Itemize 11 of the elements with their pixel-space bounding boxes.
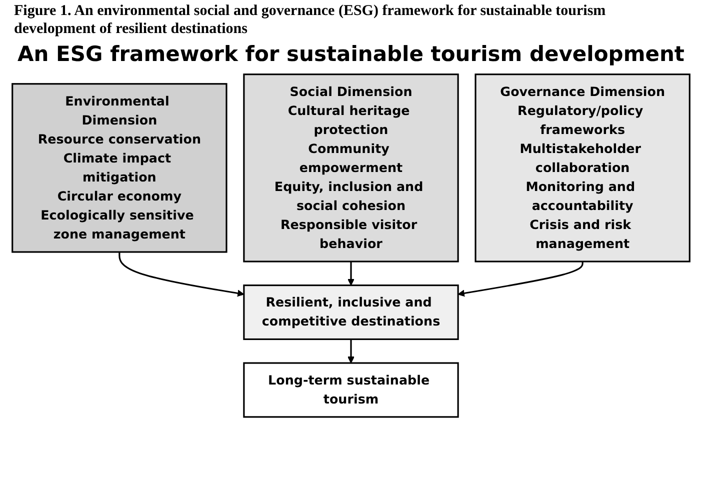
node-box: Long-term sustainable tourism	[243, 362, 459, 418]
arrow	[458, 262, 584, 297]
figure-caption: Figure 1. An environmental social and governance (ESG) framework for sustainable tourism development of resilient destinations	[13, 2, 607, 38]
node-box: Social Dimension Cultural heritage protection Community empowerment Equity, inclusion and social cohesion Responsible visitor behavior	[243, 74, 459, 262]
node-box: Governance Dimension Regulatory/policy frameworks Multistakeholder collaboration Monitoring and accountability Crisis and risk management	[474, 74, 690, 262]
diagram-title: An ESG framework for sustainable tourism development	[16, 42, 686, 66]
node-box: Environmental Dimension Resource conservation Climate impact mitigation Circular economy Ecologically sensitive zone management	[12, 83, 228, 253]
node-box: Resilient, inclusive and competitive destinations	[243, 284, 459, 340]
arrow	[118, 252, 244, 297]
arrow	[348, 262, 354, 286]
arrow	[348, 339, 354, 364]
